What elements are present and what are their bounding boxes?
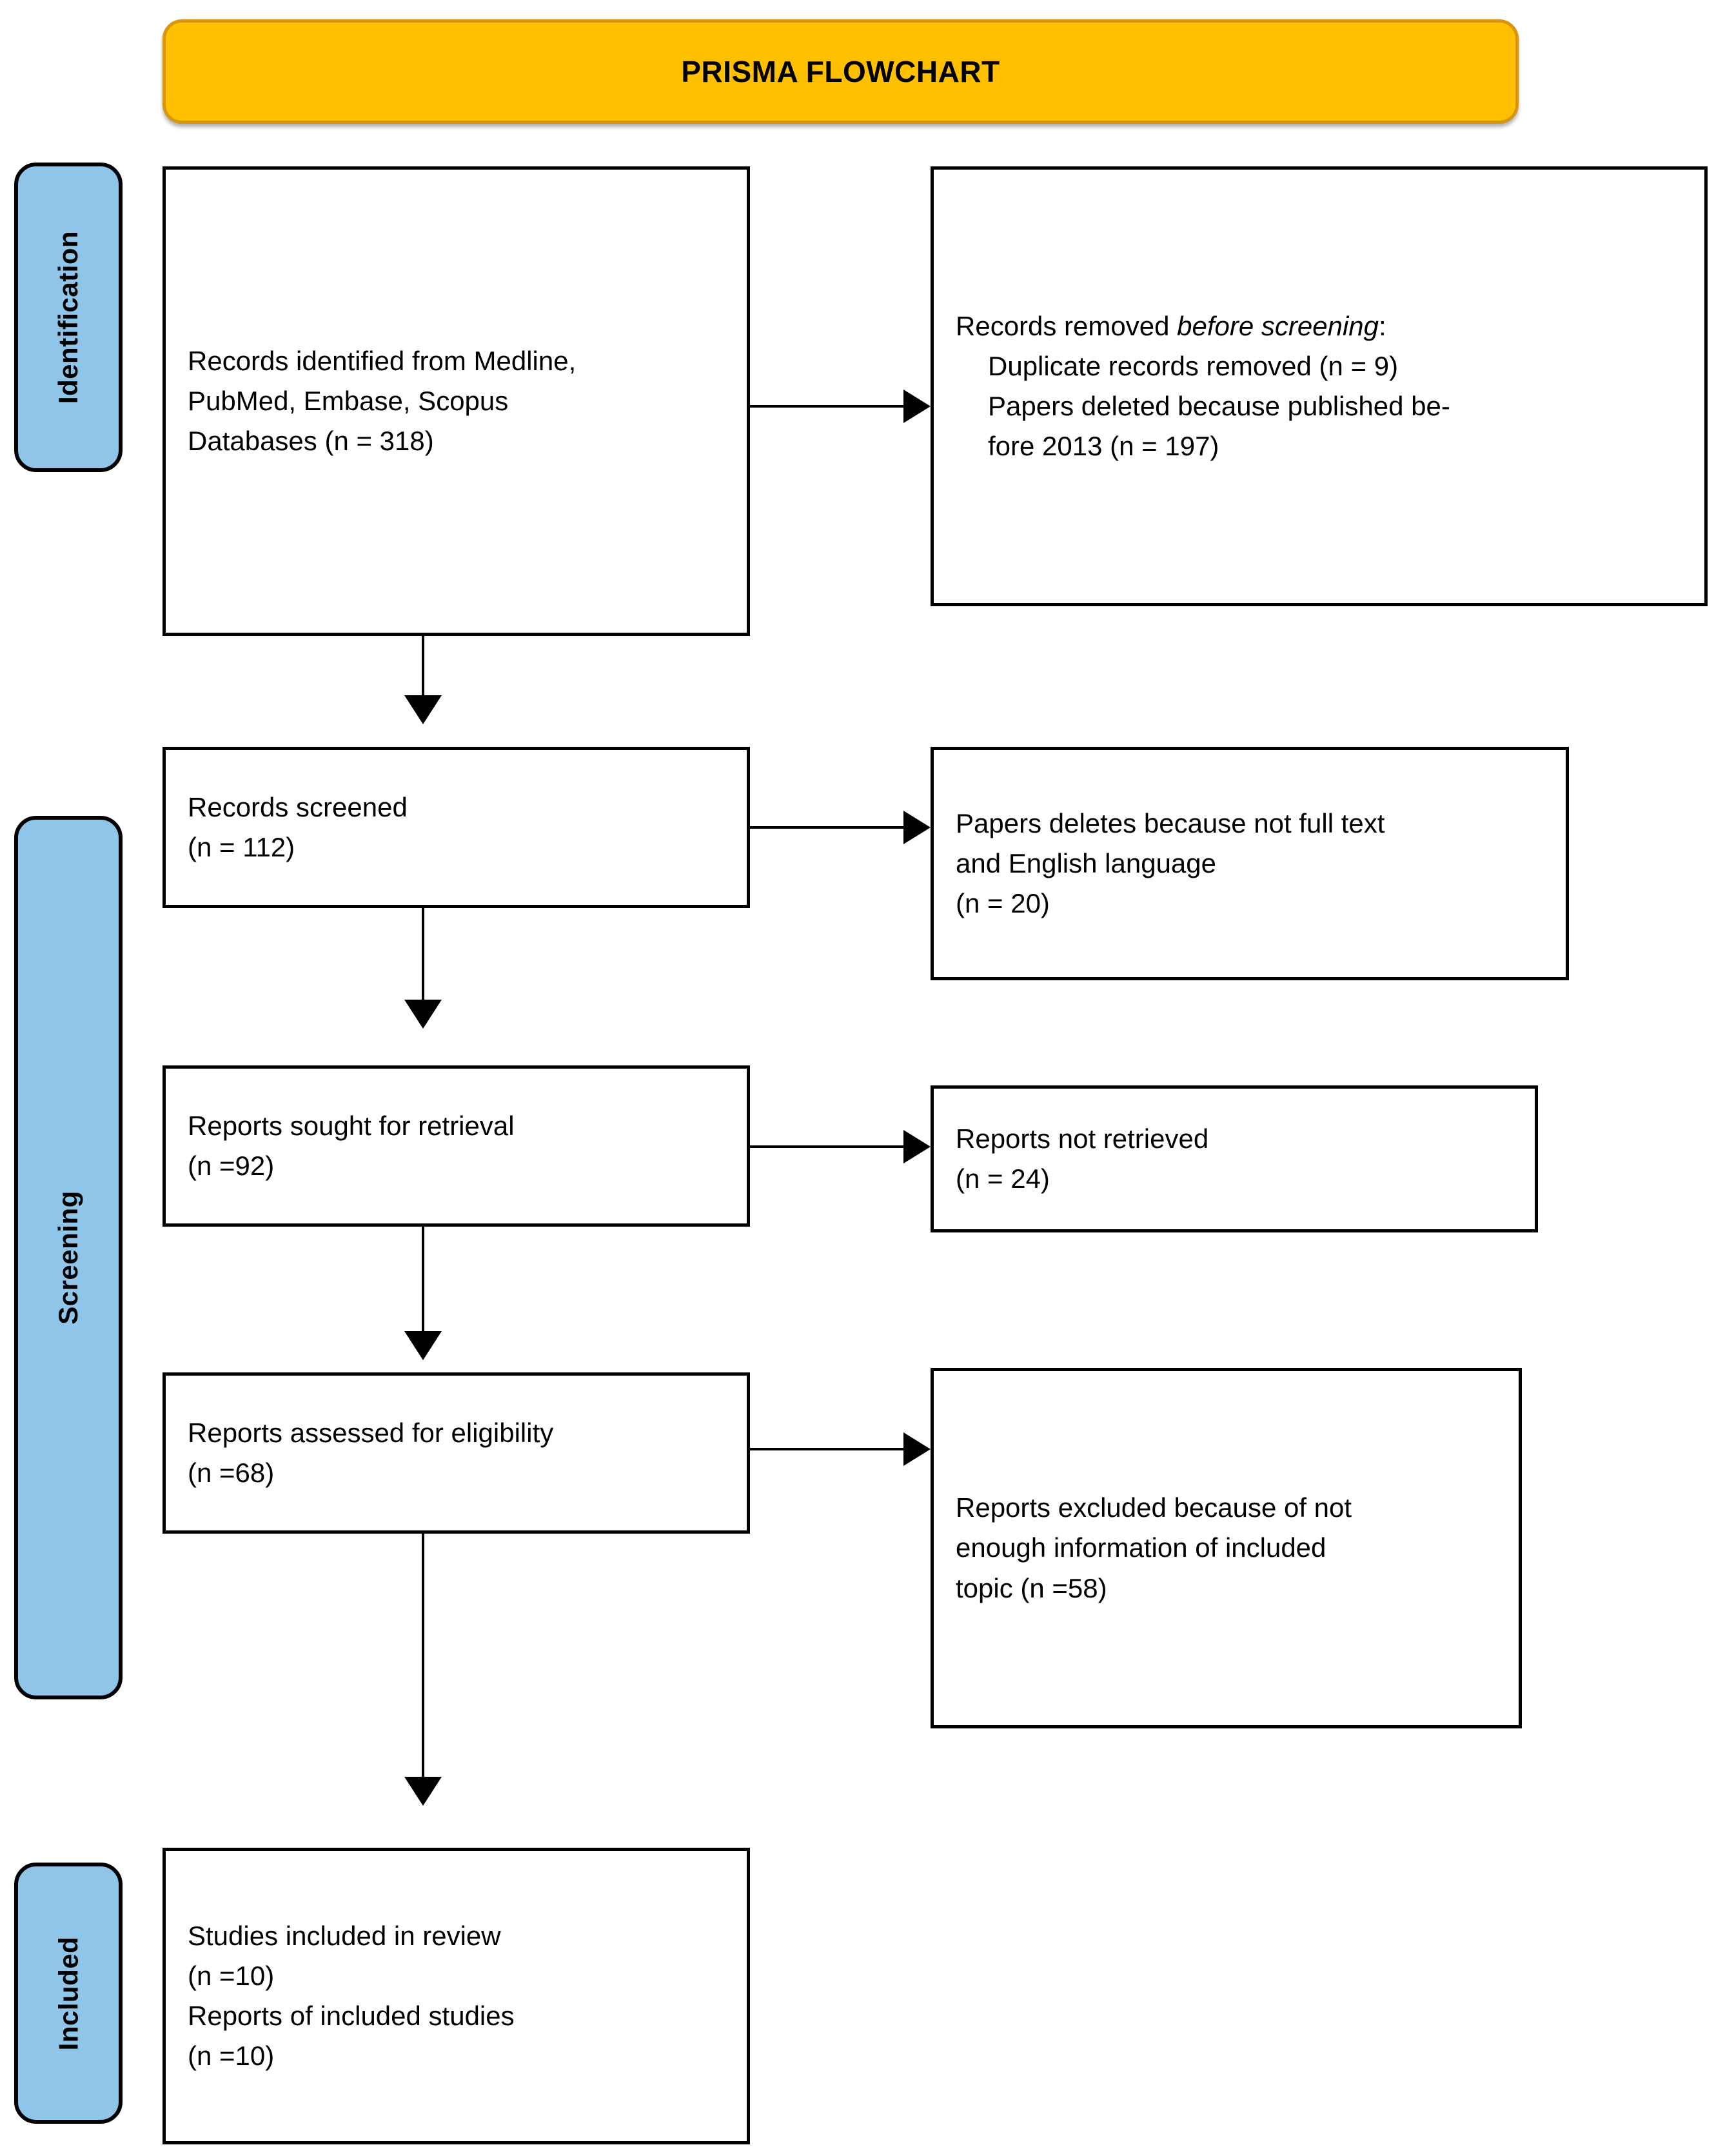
box-records-identified-line-1: Records identified from Medline, (188, 345, 577, 376)
box-records-removed-line-4: fore 2013 (n = 197) (988, 431, 1219, 462)
connector-assessed-to-excluded-arrowhead (903, 1432, 931, 1466)
box-reports-not-retrieved-line-1: Reports not retrieved (956, 1123, 1209, 1154)
connector-assessed-to-included (422, 1534, 424, 1779)
connector-screened-to-papers-deleted (750, 826, 905, 829)
stage-label-included: Included (14, 1863, 123, 2124)
box-reports-not-retrieved: Reports not retrieved (n = 24) (931, 1085, 1538, 1232)
connector-identified-to-screened-arrowhead (404, 695, 442, 724)
connector-screened-to-reports-sought-arrowhead (404, 1000, 442, 1029)
box-records-screened: Records screened (n = 112) (163, 747, 750, 908)
stage-label-identification-text: Identification (53, 230, 83, 404)
box-records-identified: Records identified from Medline, PubMed,… (163, 166, 750, 636)
box-records-identified-line-3: Databases (n = 318) (188, 426, 434, 457)
connector-sought-to-not-retrieved-arrowhead (903, 1130, 931, 1163)
connector-identified-to-removed-arrowhead (903, 390, 931, 423)
box-records-identified-line-2: PubMed, Embase, Scopus (188, 385, 509, 416)
box-records-removed-line-2: Duplicate records removed (n = 9) (988, 350, 1399, 381)
box-reports-assessed-for-eligibility: Reports assessed for eligibility (n =68) (163, 1372, 750, 1534)
connector-sought-to-assessed-arrowhead (404, 1331, 442, 1360)
box-reports-assessed-line-1: Reports assessed for eligibility (188, 1417, 554, 1448)
connector-identified-to-removed (750, 405, 905, 408)
box-records-removed-before-screening: Records removed before screening: Duplic… (931, 166, 1708, 606)
stage-label-screening: Screening (14, 816, 123, 1699)
box-reports-excluded-line-2: enough information of included (956, 1532, 1326, 1563)
stage-label-screening-text: Screening (53, 1191, 84, 1325)
box-studies-included-line-3: Reports of included studies (188, 2001, 515, 2031)
box-papers-deleted-not-full-text: Papers deletes because not full text and… (931, 747, 1569, 980)
box-records-removed-line-1-prefix: Records removed (956, 310, 1178, 341)
connector-sought-to-not-retrieved (750, 1145, 905, 1148)
page-title-banner: PRISMA FLOWCHART (163, 19, 1519, 124)
box-studies-included-line-2: (n =10) (188, 1960, 275, 1991)
box-papers-deleted-line-1: Papers deletes because not full text (956, 807, 1385, 838)
box-reports-not-retrieved-line-2: (n = 24) (956, 1163, 1050, 1194)
box-records-removed-line-1-suffix: : (1379, 310, 1386, 341)
box-reports-sought-line-2: (n =92) (188, 1151, 275, 1181)
box-reports-excluded-line-3: topic (n =58) (956, 1572, 1107, 1603)
box-studies-included-line-1: Studies included in review (188, 1920, 501, 1951)
box-records-removed-line-3: Papers deleted because published be- (988, 391, 1450, 421)
box-records-removed-line-1: Records removed before screening: (956, 306, 1682, 346)
connector-identified-to-screened (422, 636, 424, 697)
box-studies-included-in-review: Studies included in review (n =10) Repor… (163, 1848, 750, 2144)
box-records-removed-line-1-italic: before screening (1177, 310, 1379, 341)
box-records-screened-line-2: (n = 112) (188, 832, 295, 862)
connector-assessed-to-excluded (750, 1448, 905, 1450)
box-reports-sought-for-retrieval: Reports sought for retrieval (n =92) (163, 1065, 750, 1227)
box-reports-excluded-line-1: Reports excluded because of not (956, 1492, 1352, 1523)
connector-screened-to-reports-sought (422, 908, 424, 1002)
box-papers-deleted-line-3: (n = 20) (956, 888, 1050, 919)
box-records-screened-line-1: Records screened (188, 791, 408, 822)
page-title: PRISMA FLOWCHART (681, 55, 1000, 88)
box-reports-excluded: Reports excluded because of not enough i… (931, 1368, 1522, 1728)
connector-assessed-to-included-arrowhead (404, 1777, 442, 1806)
stage-label-identification: Identification (14, 163, 123, 472)
box-papers-deleted-line-2: and English language (956, 847, 1217, 878)
stage-label-included-text: Included (53, 1936, 83, 2050)
box-studies-included-line-4: (n =10) (188, 2041, 275, 2072)
connector-screened-to-papers-deleted-arrowhead (903, 811, 931, 844)
connector-sought-to-assessed (422, 1227, 424, 1333)
box-reports-sought-line-1: Reports sought for retrieval (188, 1110, 515, 1141)
box-reports-assessed-line-2: (n =68) (188, 1458, 275, 1488)
